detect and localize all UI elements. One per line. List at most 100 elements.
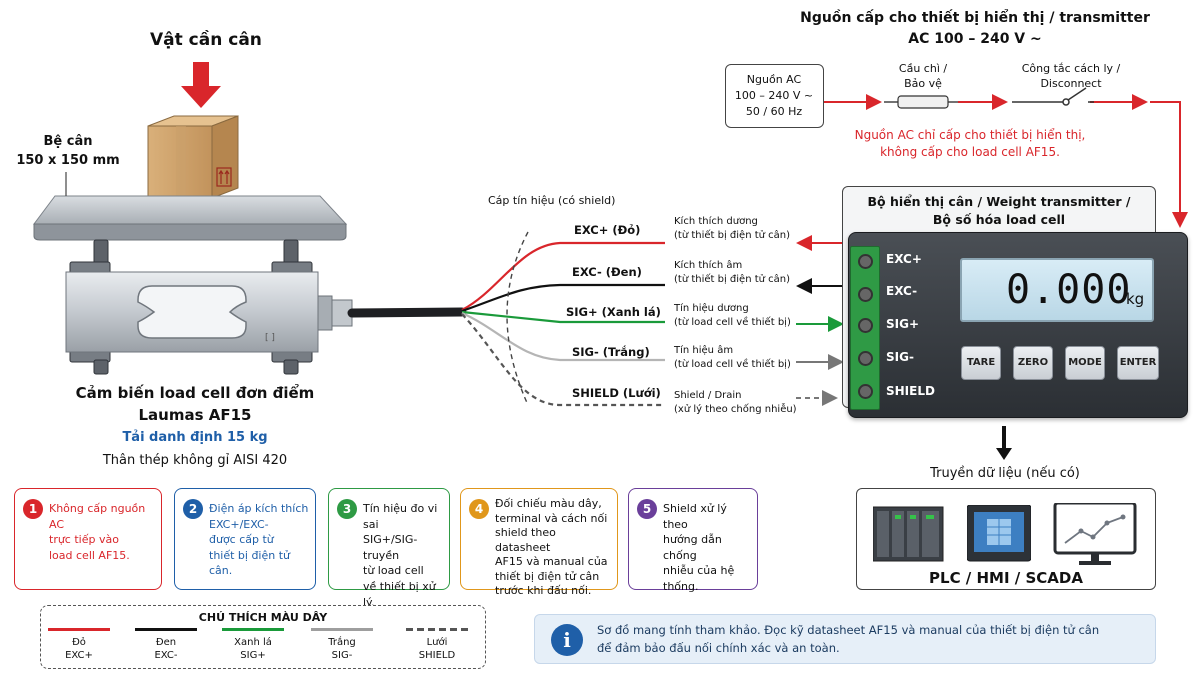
lcd-unit: kg <box>1126 290 1145 308</box>
hmi-icon <box>967 505 1031 562</box>
platform-label-line1: Bệ cân <box>43 134 93 149</box>
terminal-screw-shield[interactable] <box>858 384 873 399</box>
device-title-line2: Bộ số hóa load cell <box>932 212 1066 227</box>
note-2-text: Điện áp kích thích EXC+/EXC- được cấp từ… <box>209 502 309 578</box>
wire-desc-sig-plus-1: Tín hiệu dương <box>674 303 749 314</box>
fuse-label-line1: Cầu chì / <box>898 62 948 75</box>
this-way-up-icon <box>216 167 232 187</box>
wire-desc-shield-1: Shield / Drain <box>674 390 742 401</box>
mode-button[interactable]: MODE <box>1065 346 1105 380</box>
legend-name-shield: Lưới <box>426 637 448 648</box>
legend-title: CHÚ THÍCH MÀU DÂY <box>198 611 328 624</box>
switch-label-line1: Công tắc cách ly / <box>1021 62 1121 75</box>
info-box: i Sơ đồ mang tính tham khảo. Đọc kỹ data… <box>534 614 1156 664</box>
legend-code-white: SIG- <box>331 649 353 661</box>
switch-label-line2: Disconnect <box>1040 77 1102 90</box>
wire-arrows <box>796 235 846 406</box>
wire-label-exc-minus: EXC- (Đen) <box>572 265 642 279</box>
info-icon: i <box>551 624 583 656</box>
legend-code-red: EXC+ <box>65 649 93 661</box>
terminal-screw-exc-minus[interactable] <box>858 287 873 302</box>
wire-desc-exc-plus-2: (từ thiết bị điện tử cân) <box>674 230 791 241</box>
legend-item-shield: Lưới SHIELD <box>402 628 472 662</box>
terminal-screw-exc-plus[interactable] <box>858 254 873 269</box>
power-title-line2: AC 100 – 240 V ~ <box>908 31 1042 47</box>
legend-code-green: SIG+ <box>240 649 266 661</box>
wire-desc-sig-minus-2: (từ load cell về thiết bị) <box>674 359 791 370</box>
note-3-number: 3 <box>337 499 357 519</box>
legend-name-green: Xanh lá <box>234 637 272 648</box>
load-cell-body: [ ] <box>65 271 319 353</box>
info-line1: Sơ đồ mang tính tham khảo. Đọc kỹ datash… <box>597 623 1100 637</box>
legend-code-black: EXC- <box>154 649 178 661</box>
terminal-label-sig-plus: SIG+ <box>886 317 920 331</box>
legend-swatch-red <box>48 628 110 631</box>
data-down-arrow-icon <box>996 426 1012 460</box>
wire-fanout <box>461 231 665 407</box>
signal-cable <box>347 307 467 318</box>
tare-button[interactable]: TARE <box>961 346 1001 380</box>
wire-desc-shield-2: (xử lý theo chống nhiễu) <box>674 404 797 415</box>
note-1: 1 Không cấp nguồn AC trực tiếp vào load … <box>14 488 162 590</box>
power-line <box>824 94 1188 228</box>
info-line2: để đảm bảo đấu nối chính xác và an toàn. <box>597 641 840 655</box>
note-2: 2 Điện áp kích thích EXC+/EXC- được cấp … <box>174 488 316 590</box>
terminal-screw-sig-minus[interactable] <box>858 351 873 366</box>
wire-label-shield: SHIELD (Lưới) <box>572 386 661 400</box>
fuse-label-line2: Bảo vệ <box>904 77 942 90</box>
ac-source-line3: 50 / 60 Hz <box>745 105 803 118</box>
terminal-label-exc-plus: EXC+ <box>886 252 922 266</box>
systems-label: PLC / HMI / SCADA <box>929 569 1083 587</box>
power-title-line1: Nguồn cấp cho thiết bị hiển thị / transm… <box>800 10 1150 26</box>
wire-color-legend <box>40 605 486 669</box>
terminal-screw-sig-plus[interactable] <box>858 318 873 333</box>
sensor-title-line1: Cảm biến load cell đơn điểm <box>75 384 315 402</box>
wire-desc-exc-minus-2: (từ thiết bị điện tử cân) <box>674 274 791 285</box>
sensor-material: Thân thép không gỉ AISI 420 <box>102 453 288 468</box>
legend-code-shield: SHIELD <box>418 649 456 661</box>
device-title-line1: Bộ hiển thị cân / Weight transmitter / <box>867 194 1131 209</box>
legend-item-green: Xanh lá SIG+ <box>218 628 288 662</box>
enter-button[interactable]: ENTER <box>1117 346 1159 380</box>
legend-swatch-white <box>311 628 373 631</box>
sensor-title-line2: Laumas AF15 <box>138 406 252 424</box>
note-3-text: Tín hiệu đo vi sai SIG+/SIG- truyền từ l… <box>363 502 438 609</box>
plc-icon <box>873 506 944 562</box>
load-title: Vật cần cân <box>150 30 262 50</box>
note-5-text: Shield xử lý theo hướng dẫn chống nhiễu … <box>663 502 735 594</box>
cable-gland <box>317 295 353 331</box>
note-4: 4 Đối chiếu màu dây, terminal và cách nố… <box>460 488 618 597</box>
legend-swatch-green <box>222 628 284 631</box>
rating-plate-icon: [ ] <box>265 333 275 343</box>
scada-monitor-icon <box>1053 503 1137 565</box>
wire-label-exc-plus: EXC+ (Đỏ) <box>574 223 641 237</box>
zero-button[interactable]: ZERO <box>1013 346 1053 380</box>
legend-swatch-black <box>135 628 197 631</box>
wire-label-sig-plus: SIG+ (Xanh lá) <box>566 305 661 319</box>
note-5: 5 Shield xử lý theo hướng dẫn chống nhiễ… <box>628 488 758 593</box>
note-4-number: 4 <box>469 499 489 519</box>
wire-label-sig-minus: SIG- (Trắng) <box>572 345 650 359</box>
ac-source-box: Nguồn AC 100 – 240 V ~ 50 / 60 Hz <box>725 64 824 128</box>
ac-source-line1: Nguồn AC <box>746 73 802 86</box>
disconnect-switch-icon <box>1012 87 1094 106</box>
terminal-label-sig-minus: SIG- <box>886 350 914 364</box>
cable-title: Cáp tín hiệu (có shield) <box>488 194 616 207</box>
systems-box: PLC / HMI / SCADA <box>856 488 1156 590</box>
note-5-number: 5 <box>637 499 657 519</box>
ac-source-line2: 100 – 240 V ~ <box>734 89 814 102</box>
note-1-number: 1 <box>23 499 43 519</box>
terminal-label-shield: SHIELD <box>886 384 935 398</box>
terminal-label-exc-minus: EXC- <box>886 284 918 298</box>
legend-name-black: Đen <box>155 637 177 648</box>
note-1-text: Không cấp nguồn AC trực tiếp vào load ce… <box>49 502 146 562</box>
load-arrow-icon <box>181 62 221 108</box>
data-out-label: Truyền dữ liệu (nếu có) <box>930 466 1080 481</box>
legend-item-red: Đỏ EXC+ <box>44 628 114 662</box>
legend-name-red: Đỏ <box>72 637 86 648</box>
legend-item-white: Trắng SIG- <box>307 628 377 662</box>
power-warning-line2: không cấp cho load cell AF15. <box>880 145 1060 159</box>
note-3: 3 Tín hiệu đo vi sai SIG+/SIG- truyền từ… <box>328 488 450 609</box>
legend-name-white: Trắng <box>328 637 356 648</box>
sensor-rated-load: Tải danh định 15 kg <box>122 430 268 445</box>
